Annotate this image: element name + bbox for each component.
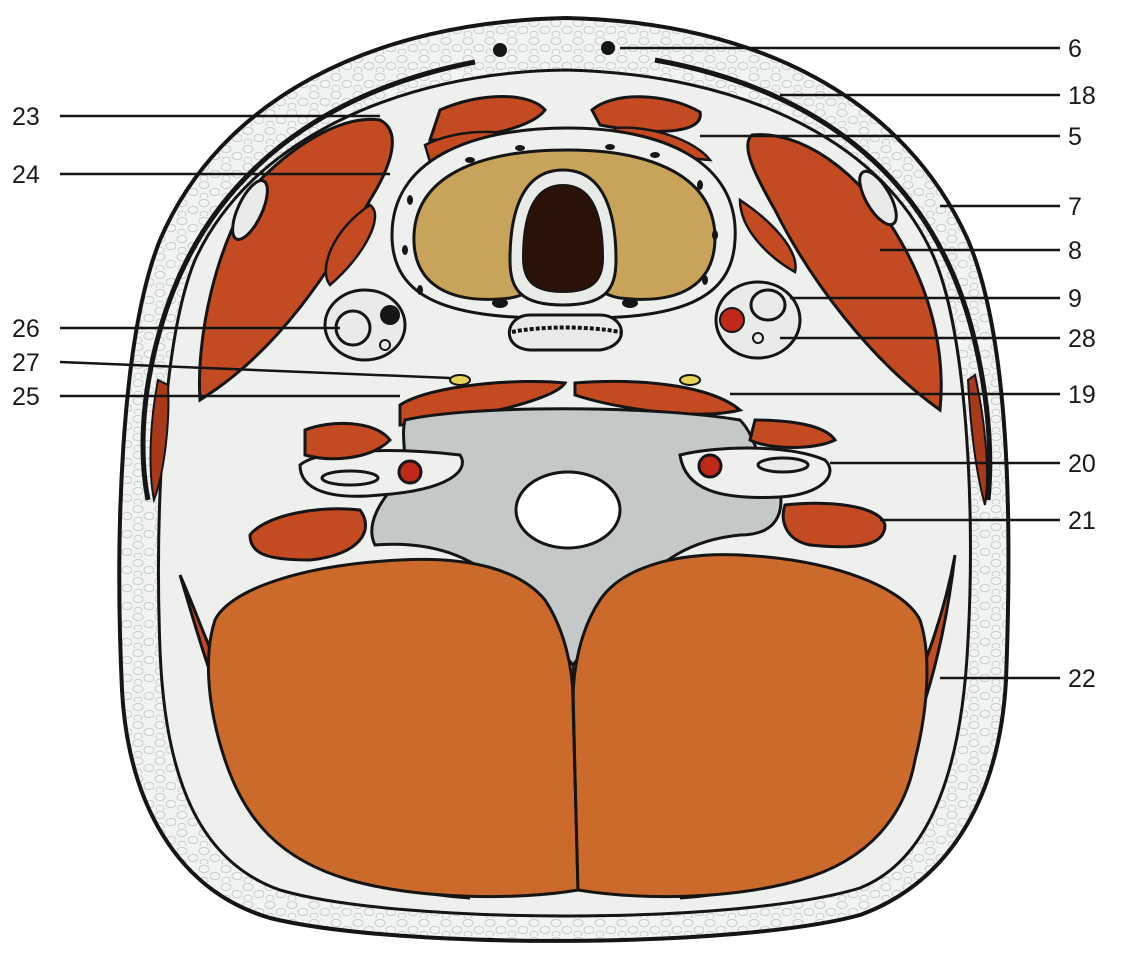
label-28: 28 [1068, 325, 1096, 353]
label-22: 22 [1068, 665, 1096, 693]
label-5: 5 [1068, 123, 1082, 151]
label-6: 6 [1068, 35, 1082, 63]
scalene-posterior-right [783, 503, 885, 547]
trachea-lumen [523, 185, 603, 292]
label-9: 9 [1068, 285, 1082, 313]
label-8: 8 [1068, 237, 1082, 265]
sympathetic-trunk-right [680, 375, 700, 385]
sympathetic-trunk-left [450, 375, 470, 385]
anterior-jugular-vein-right [601, 41, 615, 55]
anterior-jugular-vein-left [493, 43, 507, 57]
spinal-cord [516, 472, 620, 548]
label-20: 20 [1068, 450, 1096, 478]
label-19: 19 [1068, 381, 1096, 409]
label-18: 18 [1068, 82, 1096, 110]
label-21: 21 [1068, 507, 1096, 535]
carotid-sheath-left [325, 290, 405, 360]
label-23: 23 [12, 103, 40, 131]
label-26: 26 [12, 315, 40, 343]
carotid-sheath-right [716, 282, 800, 358]
label-27: 27 [12, 349, 40, 377]
esophagus [509, 315, 621, 350]
label-7: 7 [1068, 193, 1082, 221]
label-25: 25 [12, 383, 40, 411]
label-24: 24 [12, 161, 40, 189]
